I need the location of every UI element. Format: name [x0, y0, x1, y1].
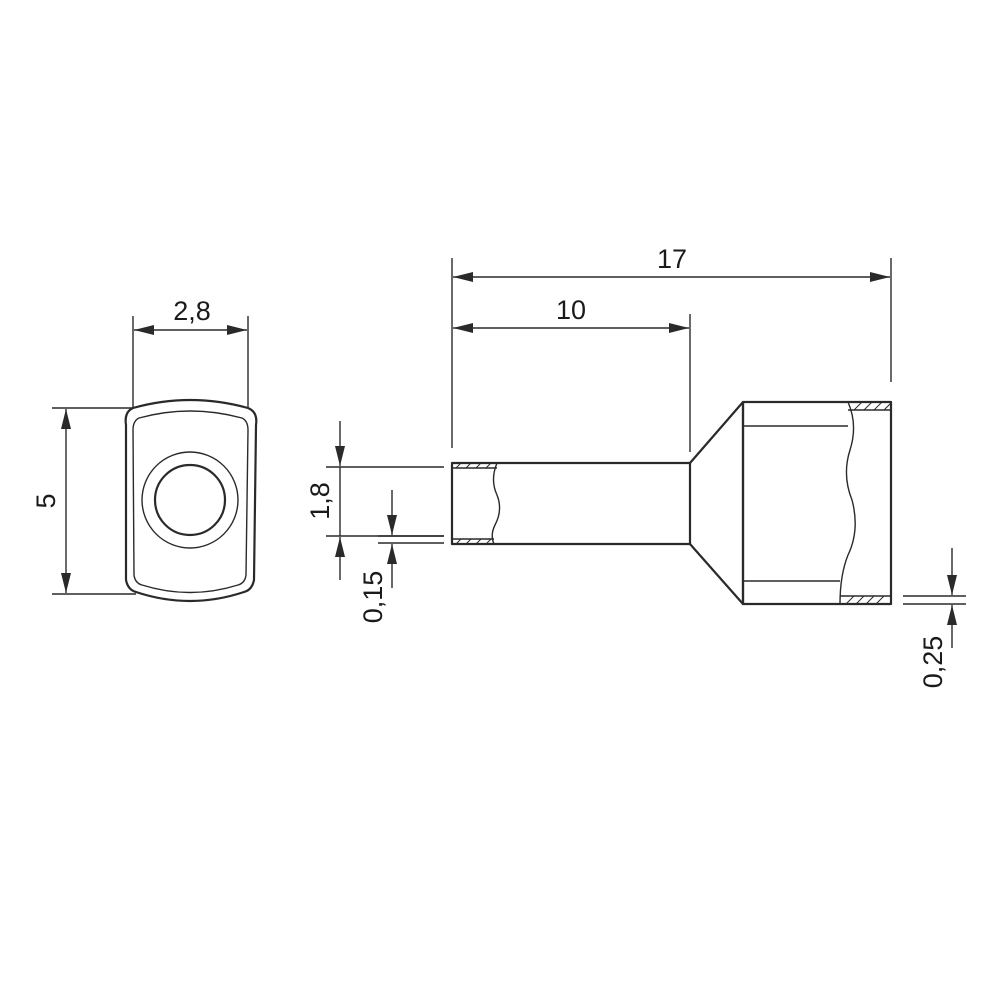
dimension-sleeve-length-label: 10	[556, 295, 586, 325]
collar-cone	[689, 400, 745, 606]
end-view	[124, 398, 258, 603]
dimension-end-width: 2,8	[132, 296, 249, 408]
end-view-bore	[153, 463, 227, 537]
sleeve-wall-hatch	[452, 462, 497, 545]
dimension-sleeve-diameter-label: 1,8	[305, 482, 335, 520]
dimension-total-length: 17	[451, 244, 892, 448]
end-view-outer-ring	[141, 451, 239, 549]
dimension-end-height-label: 5	[31, 493, 61, 508]
dimension-sleeve-length: 10	[453, 295, 691, 452]
dimension-sleeve-diameter: 1,8	[305, 421, 444, 580]
dimension-total-length-label: 17	[657, 244, 687, 274]
dimension-end-width-label: 2,8	[173, 296, 211, 326]
sleeve-break-line	[491, 462, 501, 545]
collar-wall-hatch	[840, 401, 892, 605]
dimension-sleeve-wall-label: 0,15	[358, 571, 388, 624]
dimension-end-height: 5	[31, 407, 136, 595]
side-view	[450, 400, 893, 606]
collar-break-line	[839, 401, 856, 605]
dimension-sleeve-wall: 0,15	[358, 490, 444, 623]
sleeve-body	[450, 461, 692, 546]
dimension-collar-wall-label: 0,25	[918, 636, 948, 689]
end-view-inner-contour	[132, 410, 249, 594]
dimension-collar-wall: 0,25	[903, 548, 966, 688]
collar-body	[741, 400, 893, 606]
end-view-outer-contour	[124, 398, 258, 603]
